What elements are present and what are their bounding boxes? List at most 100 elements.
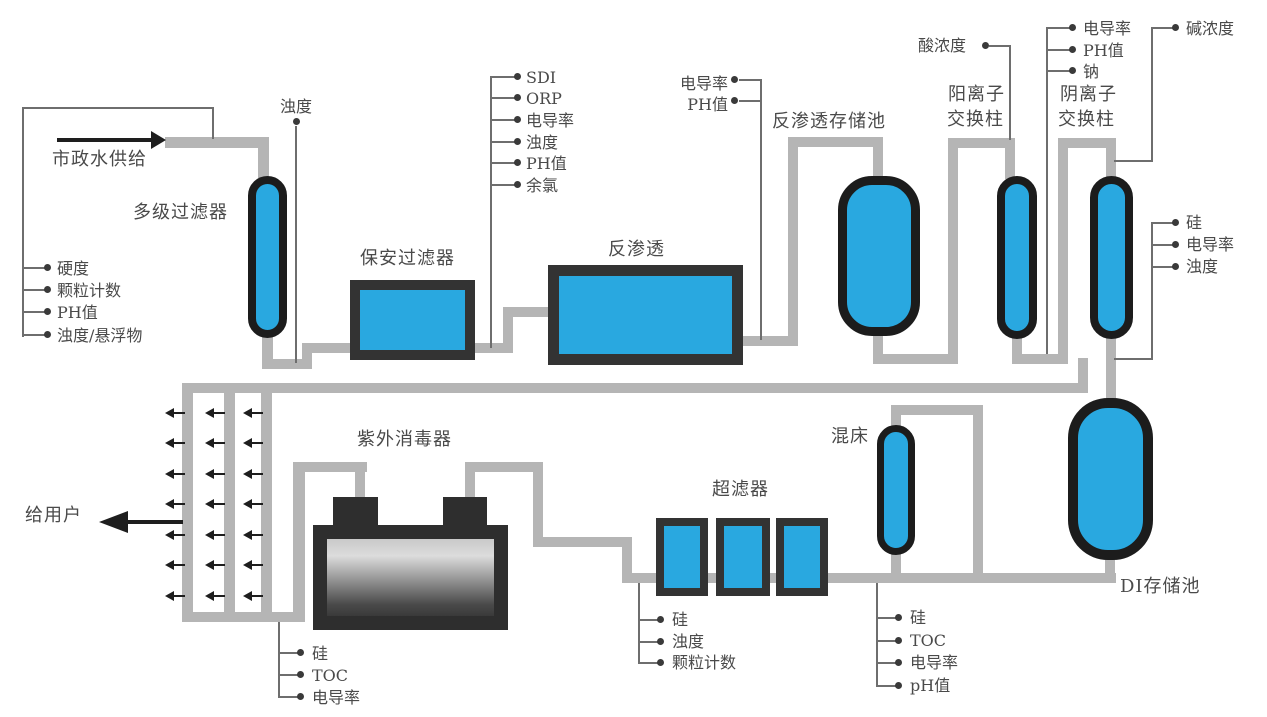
to-user-arrow-line: [126, 520, 183, 524]
mixed-bed-column: [877, 425, 915, 555]
sensor-tick: [638, 619, 660, 621]
pipe: [891, 405, 901, 429]
sensor-dot: [1172, 24, 1179, 31]
pipe-anion-out: [1106, 335, 1116, 407]
sensor-label: 硅: [1186, 213, 1203, 232]
takeoff-arrow: [205, 499, 225, 509]
pipe-ro-out: [741, 336, 798, 346]
sensor-label: 电导率: [526, 111, 575, 130]
pipe-rotank-out: [873, 332, 883, 364]
sensor-dot: [514, 116, 521, 123]
sensor-line: [1151, 222, 1153, 360]
sensor-tick: [22, 311, 46, 313]
pipe: [1012, 354, 1068, 364]
sensor-label: 浊度: [1186, 257, 1219, 276]
sensor-label: PH值: [1083, 41, 1124, 60]
pipe-anion-in: [1058, 138, 1116, 148]
sensor-line: [638, 583, 640, 664]
municipal-arrow-line: [57, 138, 153, 142]
sensor-label: 余氯: [526, 176, 559, 195]
sensor-label: pH值: [910, 676, 951, 695]
sensor-line: [1046, 28, 1048, 354]
sensor-label: 浊度/悬浮物: [57, 326, 143, 345]
pipe: [1058, 138, 1068, 364]
anion-exchange-label-line2: 交换柱: [1058, 109, 1115, 130]
pipe: [533, 537, 632, 547]
sensor-dot: [514, 94, 521, 101]
sensor-label: 电导率: [1186, 235, 1235, 254]
sensor-label: ORP: [526, 89, 562, 108]
sensor-line: [1114, 160, 1153, 162]
sensor-tick: [490, 141, 516, 143]
sensor-label: 硅: [672, 610, 689, 629]
sensor-tick: [1151, 222, 1175, 224]
sensor-tick: [1151, 27, 1175, 29]
sensor-tick: [22, 289, 46, 291]
sensor-line: [1009, 45, 1011, 140]
sensor-label: 硬度: [57, 259, 90, 278]
pipe-ro-in: [503, 307, 551, 317]
sensor-dot: [1069, 67, 1076, 74]
sensor-dot: [895, 637, 902, 644]
sensor-tick: [1046, 27, 1072, 29]
sensor-tick: [1046, 70, 1072, 72]
pipe: [262, 359, 312, 369]
di-storage-tank-label: DI存储池: [1120, 576, 1201, 597]
sensor-tick: [490, 76, 516, 78]
sensor-tick: [22, 267, 46, 269]
sensor-dot: [895, 659, 902, 666]
takeoff-arrow: [165, 408, 185, 418]
sensor-dot: [297, 671, 304, 678]
pipe-msf-in: [258, 137, 269, 178]
takeoff-arrow: [243, 591, 263, 601]
sensor-dot: [1069, 24, 1076, 31]
takeoff-arrow: [165, 530, 185, 540]
sensor-label: 硅: [312, 644, 329, 663]
sensor-line: [760, 79, 762, 340]
reverse-osmosis-unit: [548, 265, 743, 365]
sensor-dot: [44, 264, 51, 271]
sensor-dot: [293, 118, 300, 125]
pipe: [302, 343, 312, 369]
multistage-filter-label: 多级过滤器: [133, 202, 228, 223]
pipe: [533, 462, 543, 547]
sensor-label: PH值: [57, 303, 98, 322]
sensor-tick: [278, 652, 300, 654]
pipe-msf-out: [262, 333, 273, 369]
sensor-dot: [895, 614, 902, 621]
sensor-label: 酸浓度: [918, 36, 967, 55]
sensor-dot: [657, 638, 664, 645]
sensor-line: [295, 126, 297, 363]
sensor-bracket: [22, 107, 24, 337]
cation-exchange-label-line1: 阳离子: [948, 84, 1005, 105]
sensor-dot: [44, 331, 51, 338]
takeoff-arrow: [205, 530, 225, 540]
pipe: [788, 137, 798, 346]
pipe: [293, 462, 305, 622]
takeoff-arrow: [205, 591, 225, 601]
sensor-dot: [657, 616, 664, 623]
takeoff-arrow: [205, 469, 225, 479]
ro-storage-tank-vessel: [838, 176, 920, 336]
pipe-municipal-inlet: [165, 137, 267, 148]
pipe-uv-out: [355, 462, 365, 500]
sensor-label: 钠: [1083, 62, 1100, 81]
sensor-dot: [731, 97, 738, 104]
takeoff-arrow: [165, 438, 185, 448]
pipe-secfilter-in: [302, 343, 354, 353]
sensor-dot: [1172, 263, 1179, 270]
manifold-top-bar: [182, 383, 1088, 393]
pipe: [503, 307, 513, 353]
takeoff-arrow: [243, 438, 263, 448]
ro-storage-tank-label: 反渗透存储池: [772, 111, 886, 132]
pipe: [465, 462, 475, 500]
sensor-tick: [739, 100, 762, 102]
sensor-label: TOC: [312, 666, 349, 685]
sensor-label: 硅: [910, 608, 927, 627]
to-user-arrow-head: [99, 511, 128, 533]
sensor-line: [1151, 27, 1153, 162]
pipe-riser: [973, 405, 983, 583]
pipe-ditank-out: [1105, 553, 1115, 583]
pipe-cation-in: [948, 138, 1015, 148]
